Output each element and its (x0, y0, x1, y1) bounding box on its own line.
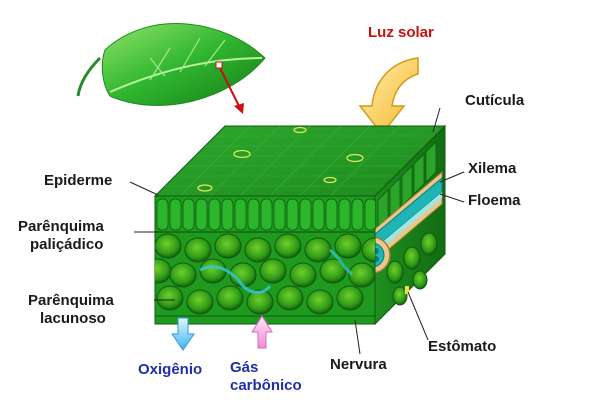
label-cuticle: Cutícula (465, 92, 525, 109)
spongy-cell (348, 262, 375, 288)
label-co2-line1: Gás (230, 359, 259, 376)
palisade-cell (286, 198, 299, 231)
palisade-cell (364, 198, 375, 231)
palisade-cell (169, 198, 182, 231)
label-vein: Nervura (330, 356, 387, 373)
side-spongy-cells (386, 232, 438, 306)
label-xylem: Xilema (468, 160, 517, 177)
spongy-cell (336, 285, 364, 311)
palisade-cell (208, 198, 221, 231)
label-oxygen: Oxigênio (138, 361, 203, 378)
spongy-cell (155, 233, 182, 259)
label-palisade-line2: paliçádico (30, 236, 104, 253)
palisade-cells (156, 198, 375, 231)
palisade-cell (221, 198, 234, 231)
spongy-cell (274, 233, 302, 259)
palisade-cell (182, 198, 195, 231)
spongy-cell (334, 233, 362, 259)
spongy-cell (156, 285, 184, 311)
spongy-cell (244, 237, 272, 263)
label-spongy-line2: lacunoso (40, 310, 106, 327)
palisade-cell (247, 198, 260, 231)
spongy-cell (289, 262, 317, 288)
label-stomata: Estômato (428, 338, 497, 355)
palisade-cell (299, 198, 312, 231)
palisade-cell (325, 198, 338, 231)
palisade-cell (156, 198, 169, 231)
palisade-cell (273, 198, 286, 231)
spongy-cell (319, 258, 347, 284)
label-phloem: Floema (468, 192, 521, 209)
palisade-cell (260, 198, 273, 231)
label-palisade-line1: Parênquima (18, 218, 104, 235)
leader-lines (129, 107, 465, 355)
label-spongy-line1: Parênquima (28, 292, 114, 309)
stomata-pore-side (405, 286, 409, 294)
palisade-cell (338, 198, 351, 231)
co2-arrow (251, 315, 273, 349)
label-sunlight: Luz solar (368, 24, 434, 41)
palisade-cell (234, 198, 247, 231)
air-space-blue (199, 265, 272, 294)
label-co2-line2: carbônico (230, 377, 302, 394)
spongy-cells (155, 233, 375, 315)
spongy-cell (199, 258, 227, 284)
spongy-cell (214, 233, 242, 259)
label-spongy-parenchyma: Parênquima lacunoso (28, 292, 114, 328)
spongy-cell (155, 258, 172, 284)
zoom-arrow (219, 67, 241, 109)
oxygen-arrow (171, 317, 195, 351)
sunlight-arrow (358, 57, 419, 136)
palisade-cell (195, 198, 208, 231)
spongy-cell (184, 237, 212, 263)
spongy-cell (361, 237, 375, 263)
spongy-cell (186, 289, 214, 315)
palisade-cell (351, 198, 364, 231)
spongy-cell (246, 289, 274, 315)
spongy-cell (306, 289, 334, 315)
spongy-cell (169, 262, 197, 288)
label-palisade-parenchyma: Parênquima paliçádico (18, 218, 104, 254)
spongy-cell (304, 237, 332, 263)
epidermis-top-pattern (165, 125, 435, 197)
side-palisade-cells (377, 141, 437, 231)
spongy-cell (216, 285, 244, 311)
zoom-arrow-head (234, 103, 244, 114)
spongy-cell (276, 285, 304, 311)
label-epidermis: Epiderme (44, 172, 113, 189)
spongy-cell (259, 258, 287, 284)
label-carbon-dioxide: Gás carbônico (230, 359, 302, 395)
leaf-illustration (76, 23, 266, 106)
palisade-cell (312, 198, 325, 231)
stomata-top (197, 126, 364, 192)
